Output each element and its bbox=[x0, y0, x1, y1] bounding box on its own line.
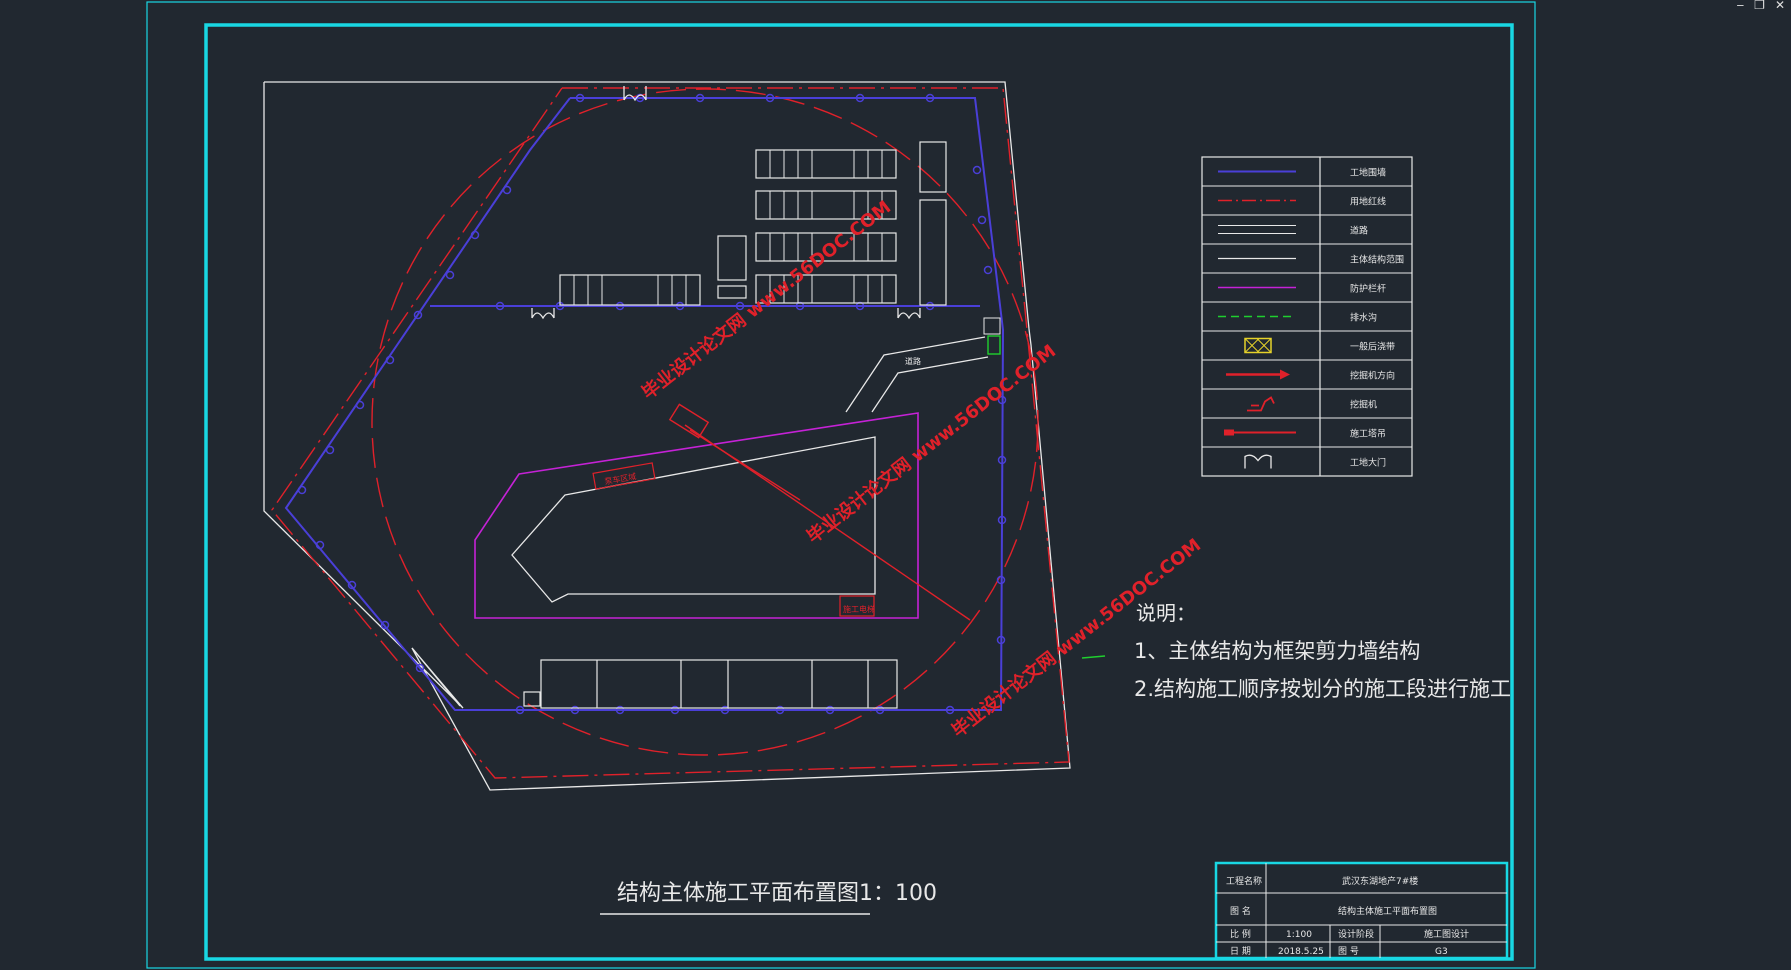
drawing-frame bbox=[204, 23, 1514, 961]
tb-number-value: G3 bbox=[1435, 947, 1448, 957]
legend-row: 道路 bbox=[1202, 214, 1412, 237]
legend-label: 挖掘机方向 bbox=[1350, 370, 1395, 382]
legend-row: 工地大门 bbox=[1202, 446, 1412, 469]
property-red-line bbox=[271, 87, 1070, 779]
tb-scale-value: 1:100 bbox=[1286, 930, 1312, 940]
legend-label: 一般后浇带 bbox=[1350, 341, 1395, 353]
close-icon[interactable]: ✕ bbox=[1774, 0, 1785, 12]
legend-label: 用地红线 bbox=[1350, 196, 1386, 208]
drawing-title: 结构主体施工平面布置图1：100 bbox=[617, 881, 937, 906]
tb-stage-label: 设计阶段 bbox=[1338, 928, 1374, 940]
sheet-border bbox=[146, 1, 1536, 969]
window-controls: ‒ ❐ ✕ bbox=[1736, 0, 1785, 12]
legend-row: 排水沟 bbox=[1202, 301, 1412, 324]
road-label: 道路 bbox=[905, 356, 921, 366]
excavator-icon bbox=[1247, 396, 1275, 412]
site-boundary bbox=[263, 81, 1071, 791]
wall-posts bbox=[297, 93, 1007, 715]
tb-drawing-value: 结构主体施工平面布置图 bbox=[1338, 905, 1437, 917]
legend-label: 主体结构范围 bbox=[1350, 254, 1404, 266]
pump-area-box bbox=[592, 462, 656, 490]
tb-date-value: 2018.5.25 bbox=[1278, 947, 1324, 957]
legend-label: 排水沟 bbox=[1350, 312, 1377, 324]
tb-number-label: 图 号 bbox=[1338, 946, 1359, 957]
temporary-buildings bbox=[559, 141, 947, 306]
white-double-line-icon bbox=[1218, 225, 1296, 234]
legend-row: 施工塔吊 bbox=[1202, 417, 1412, 440]
elevator-label: 施工电梯 bbox=[843, 604, 875, 614]
red-arrow-icon bbox=[1226, 369, 1290, 380]
tb-project-label: 工程名称 bbox=[1226, 875, 1262, 887]
guard-house bbox=[983, 317, 1001, 335]
notes-heading: 说明： bbox=[1136, 601, 1196, 625]
legend-label: 工地围墙 bbox=[1350, 167, 1386, 179]
watermark-3: 毕业设计论文网 www.56DOC.COM bbox=[948, 534, 1206, 742]
legend-label: 挖掘机 bbox=[1350, 399, 1377, 411]
legend-table: 工地围墙用地红线道路主体结构范围防护栏杆排水沟一般后浇带挖掘机方向挖掘机施工塔吊… bbox=[1201, 156, 1413, 477]
tower-crane bbox=[668, 403, 971, 621]
tb-stage-value: 施工图设计 bbox=[1424, 928, 1469, 940]
gate-symbols bbox=[531, 86, 921, 320]
legend-row: 防护栏杆 bbox=[1202, 272, 1412, 295]
drain-marker bbox=[987, 335, 1001, 355]
tb-project-value: 武汉东湖地产7#楼 bbox=[1342, 875, 1418, 887]
crane-radius-circle bbox=[371, 88, 1039, 756]
legend-label: 施工塔吊 bbox=[1350, 428, 1386, 440]
elevator-box bbox=[839, 595, 875, 617]
legend-row: 一般后浇带 bbox=[1202, 330, 1412, 354]
notes-item-2: 2.结构施工顺序按划分的施工段进行施工 bbox=[1134, 677, 1511, 701]
legend-row: 工地围墙 bbox=[1218, 167, 1386, 179]
legend-label: 道路 bbox=[1350, 225, 1368, 237]
main-structure-outline bbox=[511, 436, 876, 603]
yellow-hatch-icon bbox=[1244, 337, 1272, 354]
title-block: 工程名称 武汉东湖地产7#楼 图 名 结构主体施工平面布置图 比 例 1:100… bbox=[1214, 861, 1509, 960]
legend-row: 主体结构范围 bbox=[1202, 243, 1412, 266]
bottom-sheds bbox=[523, 659, 898, 709]
watermark-1: 毕业设计论文网 www.56DOC.COM bbox=[638, 196, 896, 404]
tb-drawing-label: 图 名 bbox=[1230, 905, 1251, 917]
legend-label: 防护栏杆 bbox=[1350, 283, 1386, 295]
site-road bbox=[845, 336, 989, 413]
notes-item-1: 1、主体结构为框架剪力墙结构 bbox=[1134, 639, 1420, 663]
restore-icon[interactable]: ❐ bbox=[1754, 0, 1765, 12]
tb-date-label: 日 期 bbox=[1230, 946, 1251, 957]
gate-icon bbox=[1244, 454, 1272, 469]
legend-row: 用地红线 bbox=[1202, 185, 1412, 208]
minimize-icon[interactable]: ‒ bbox=[1736, 0, 1745, 12]
protection-railing bbox=[474, 412, 919, 619]
legend-label: 工地大门 bbox=[1350, 457, 1386, 469]
legend-row: 挖掘机 bbox=[1202, 388, 1412, 412]
legend-row: 挖掘机方向 bbox=[1202, 359, 1412, 382]
building-partitions bbox=[573, 150, 883, 305]
crane-icon bbox=[1224, 429, 1296, 436]
tb-scale-label: 比 例 bbox=[1230, 928, 1251, 940]
